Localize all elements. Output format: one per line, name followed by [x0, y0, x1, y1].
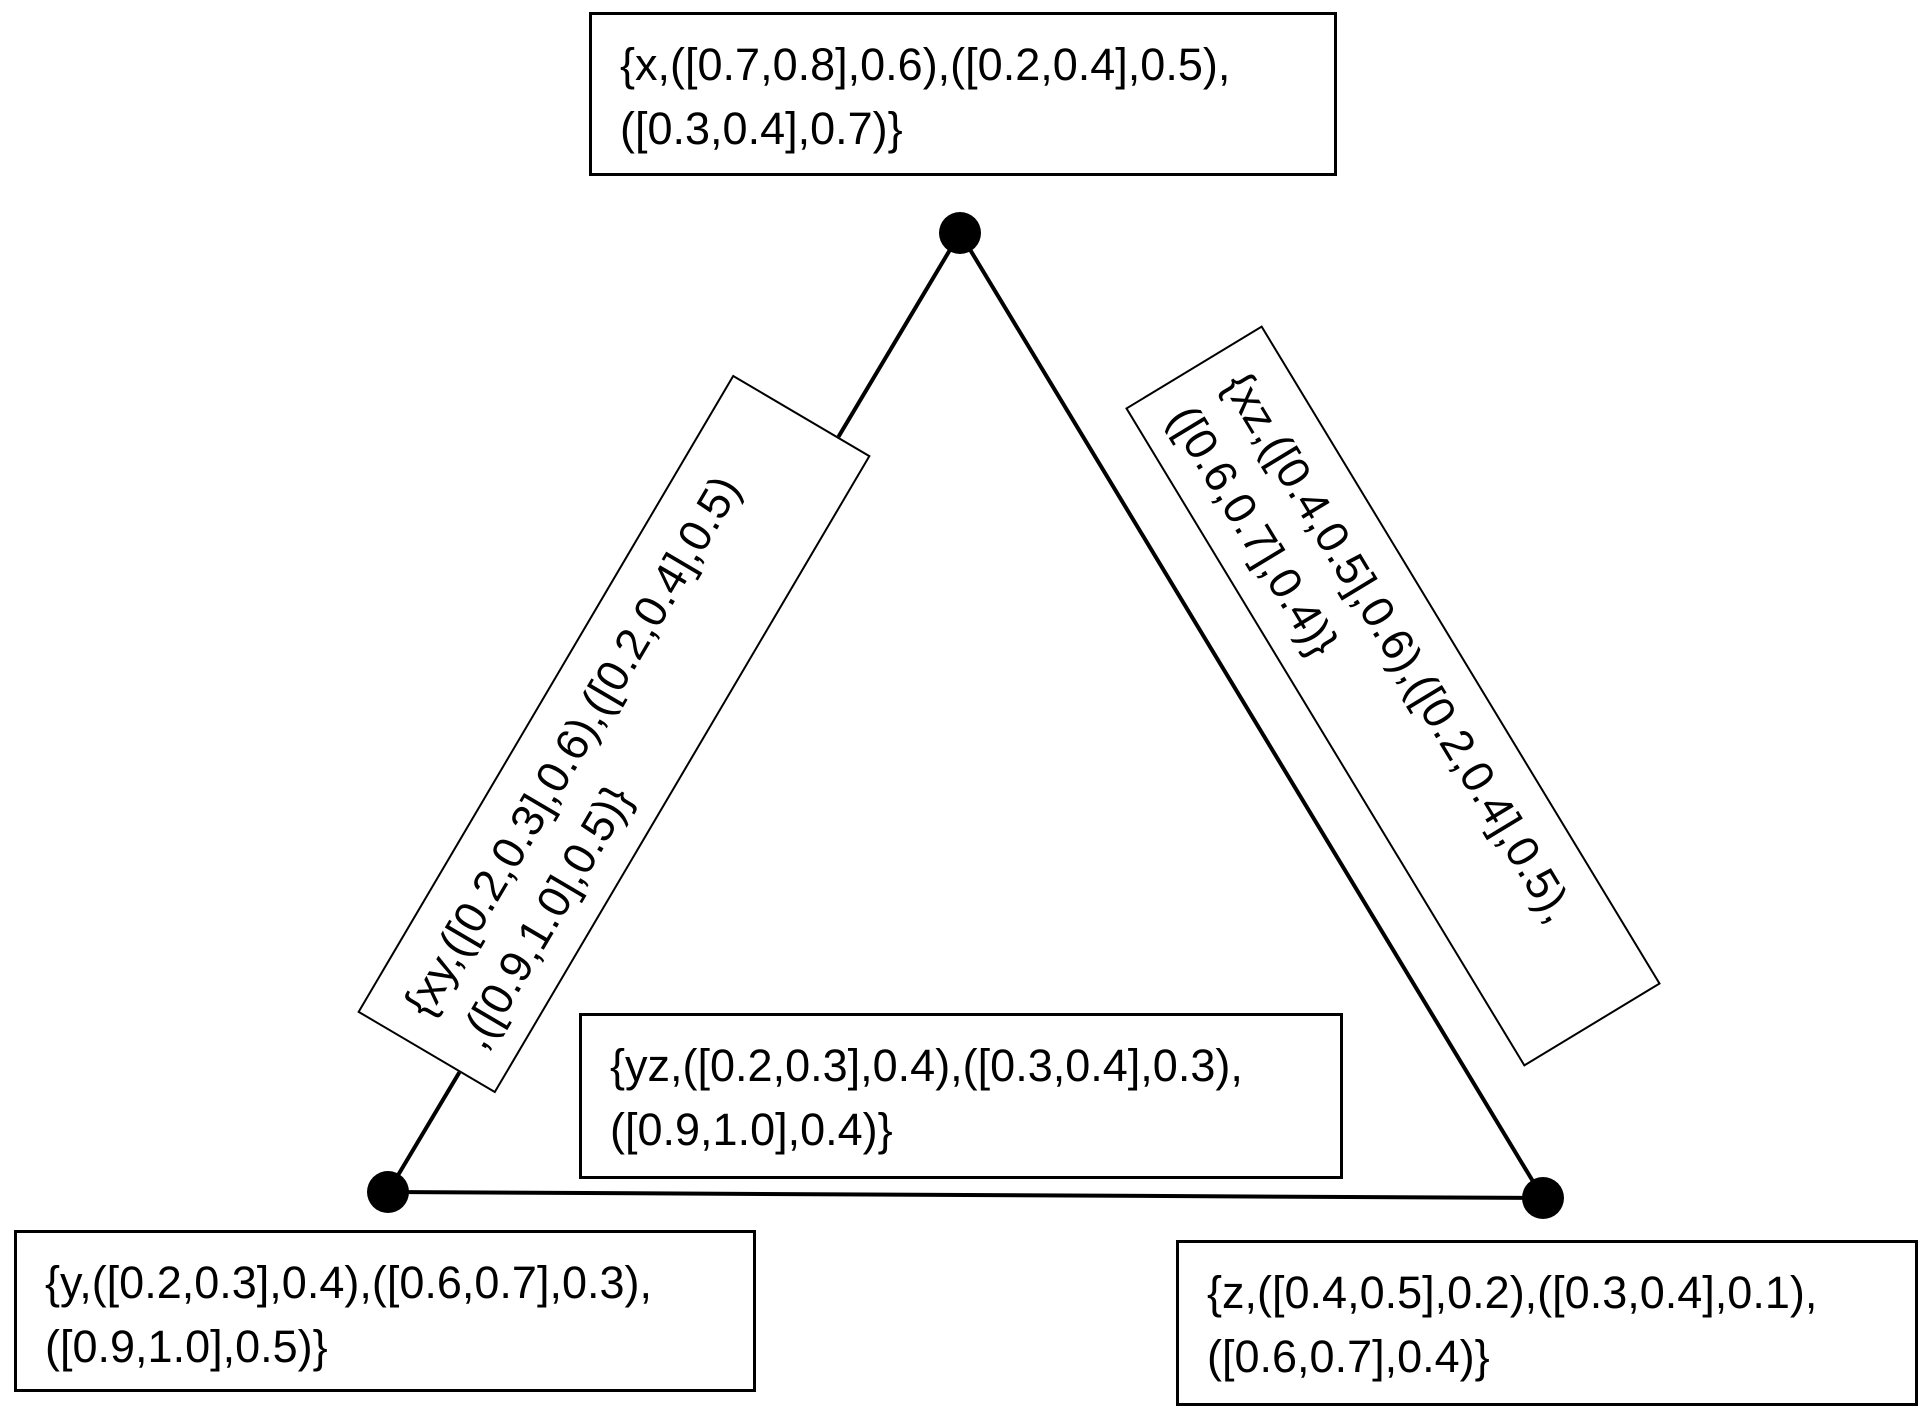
vertex-x-label: {x,([0.7,0.8],0.6),([0.2,0.4],0.5), ([0.… — [589, 12, 1337, 176]
vertex-x-node — [939, 212, 981, 254]
vertex-z-label: {z,([0.4,0.5],0.2),([0.3,0.4],0.1), ([0.… — [1176, 1240, 1918, 1406]
vertex-y-node — [367, 1171, 409, 1213]
edge-xz-line — [958, 231, 1545, 1200]
vertex-z-label-line-2: ([0.6,0.7],0.4)} — [1207, 1331, 1490, 1382]
edge-yz-line — [387, 1190, 1544, 1200]
vertex-x-label-line-2: ([0.3,0.4],0.7)} — [620, 103, 903, 154]
edge-yz-label-line-1: {yz,([0.2,0.3],0.4),([0.3,0.4],0.3), — [610, 1040, 1243, 1091]
edge-yz-label-line-2: ([0.9,1.0],0.4)} — [610, 1104, 893, 1155]
vertex-y-label: {y,([0.2,0.3],0.4),([0.6,0.7],0.3), ([0.… — [14, 1230, 756, 1392]
vertex-y-label-line-1: {y,([0.2,0.3],0.4),([0.6,0.7],0.3), — [45, 1257, 652, 1308]
edge-yz-label: {yz,([0.2,0.3],0.4),([0.3,0.4],0.3), ([0… — [579, 1013, 1343, 1179]
vertex-z-label-line-1: {z,([0.4,0.5],0.2),([0.3,0.4],0.1), — [1207, 1267, 1818, 1318]
vertex-y-label-line-2: ([0.9,1.0],0.5)} — [45, 1321, 328, 1372]
vertex-x-label-line-1: {x,([0.7,0.8],0.6),([0.2,0.4],0.5), — [620, 39, 1231, 90]
vertex-z-node — [1522, 1177, 1564, 1219]
